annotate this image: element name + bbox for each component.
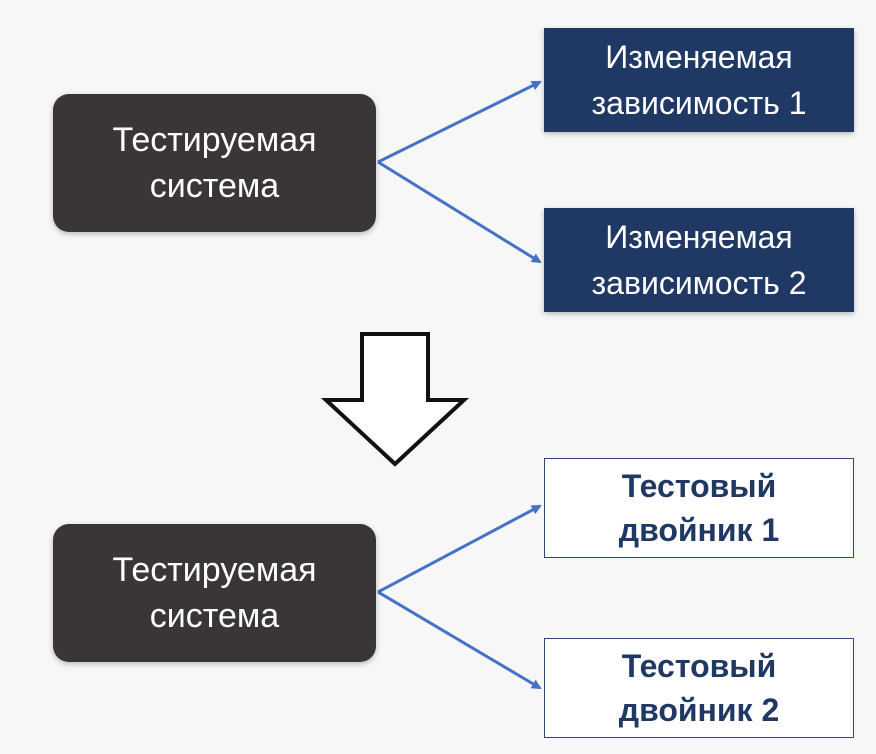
arrow-system-to-dependency-1 <box>377 80 542 164</box>
system-under-test-label: Тестируемая система <box>112 121 317 205</box>
test-double-label-1: Тестовый двойник 1 <box>618 468 780 548</box>
dependency-label-2: Изменяемая зависимость 2 <box>591 219 807 301</box>
test-double-label-2: Тестовый двойник 2 <box>618 648 780 728</box>
arrow-system-to-dependency-2 <box>377 160 542 264</box>
system-under-test-box-bottom: Тестируемая система <box>53 524 376 662</box>
transform-down-arrow-icon <box>320 332 470 467</box>
dependency-label-1: Изменяемая зависимость 1 <box>591 39 807 121</box>
test-double-box-2: Тестовый двойник 2 <box>544 638 854 738</box>
arrow-system-to-double-1 <box>377 504 542 594</box>
dependency-box-2: Изменяемая зависимость 2 <box>544 208 854 312</box>
system-under-test-box-top: Тестируемая система <box>53 94 376 232</box>
system-under-test-label: Тестируемая система <box>112 551 317 635</box>
test-double-box-1: Тестовый двойник 1 <box>544 458 854 558</box>
dependency-box-1: Изменяемая зависимость 1 <box>544 28 854 132</box>
arrow-system-to-double-2 <box>377 590 542 690</box>
